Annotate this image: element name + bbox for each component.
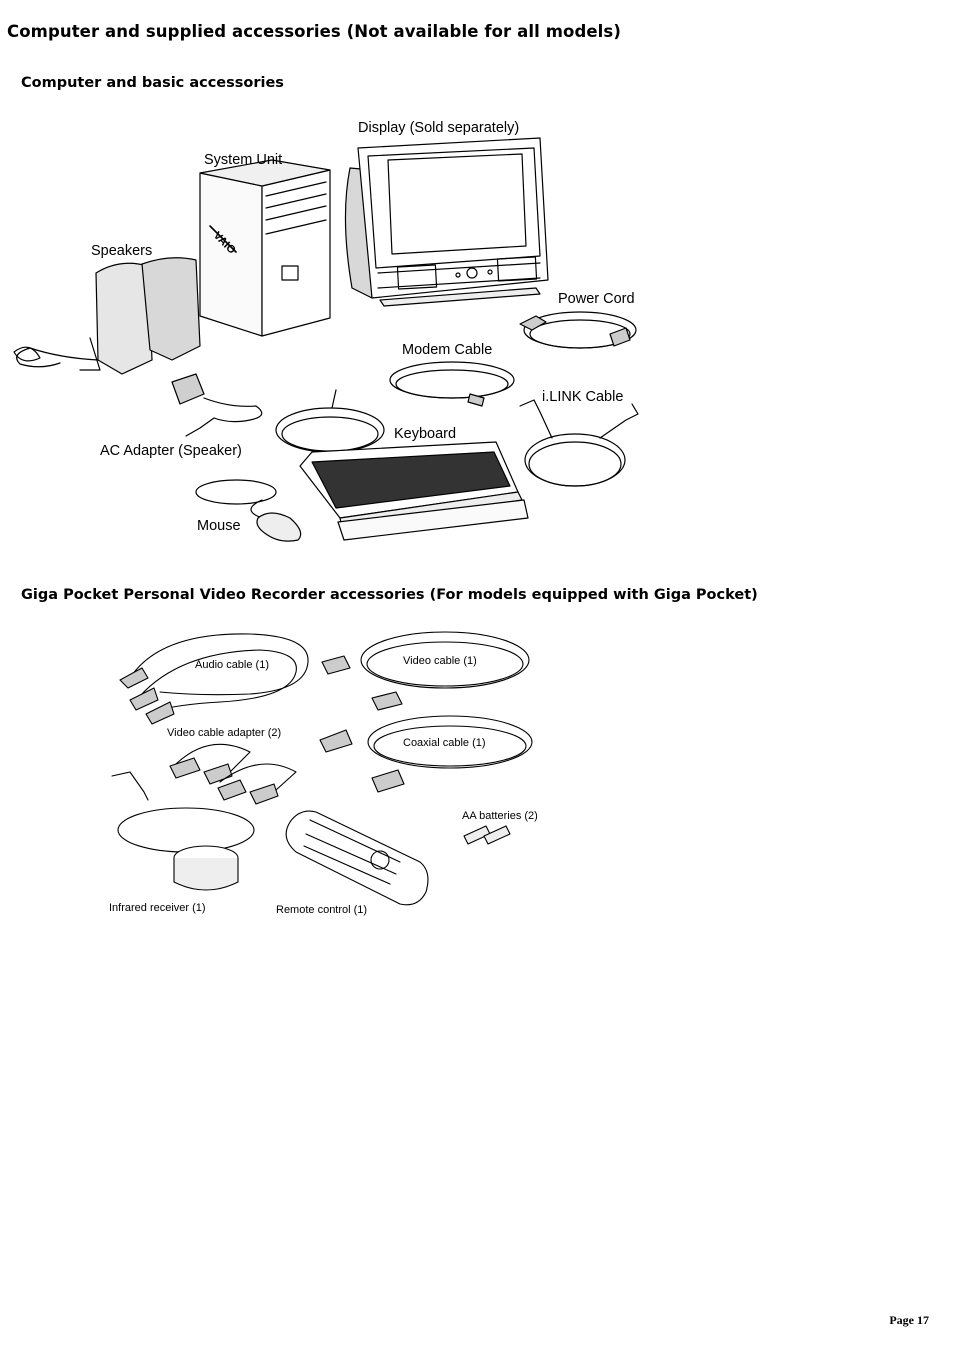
system-unit-illustration (199, 159, 331, 337)
ilink-cable-illustration (519, 399, 639, 487)
label-video-cable-adapter: Video cable adapter (2) (167, 727, 281, 739)
label-modem-cable: Modem Cable (402, 342, 492, 358)
label-infrared-receiver: Infrared receiver (1) (109, 902, 206, 914)
label-speakers: Speakers (91, 243, 152, 259)
label-display: Display (Sold separately) (358, 120, 519, 136)
label-ilink-cable: i.LINK Cable (542, 389, 623, 405)
modem-cable-illustration (389, 361, 515, 407)
label-video-cable: Video cable (1) (403, 655, 477, 667)
label-audio-cable: Audio cable (1) (195, 659, 269, 671)
coaxial-cable-illustration (319, 715, 533, 793)
keyboard-illustration (299, 441, 529, 541)
section-heading-giga-pocket: Giga Pocket Personal Video Recorder acce… (21, 587, 758, 603)
label-coaxial-cable: Coaxial cable (1) (403, 737, 486, 749)
section-heading-basic-accessories: Computer and basic accessories (21, 75, 284, 91)
ac-adapter-illustration (171, 373, 263, 437)
label-remote-control: Remote control (1) (276, 904, 367, 916)
aa-batteries-illustration (463, 825, 511, 845)
label-aa-batteries: AA batteries (2) (462, 810, 538, 822)
infrared-receiver-illustration (111, 771, 255, 891)
giga-pocket-accessories-illustration: Audio cable (1) Video cable (1) Video ca… (109, 631, 538, 916)
speakers-illustration (13, 257, 201, 375)
power-cord-illustration (519, 311, 637, 349)
label-mouse: Mouse (197, 518, 241, 534)
video-cable-illustration (321, 631, 530, 711)
mouse-illustration (195, 479, 302, 542)
page-title: Computer and supplied accessories (Not a… (7, 22, 621, 41)
video-cable-adapter-illustration (169, 743, 297, 805)
label-system-unit: System Unit (204, 152, 282, 168)
label-keyboard: Keyboard (394, 426, 456, 442)
mouse-cable-coil-illustration (275, 389, 385, 453)
display-illustration (344, 137, 549, 307)
remote-control-illustration (285, 810, 429, 906)
label-power-cord: Power Cord (558, 291, 635, 307)
page-number: Page 17 (889, 1313, 929, 1327)
audio-cable-illustration (119, 633, 309, 725)
label-ac-adapter: AC Adapter (Speaker) (100, 443, 242, 459)
basic-accessories-illustration: Display (Sold separately) System Unit Sp… (13, 120, 639, 542)
